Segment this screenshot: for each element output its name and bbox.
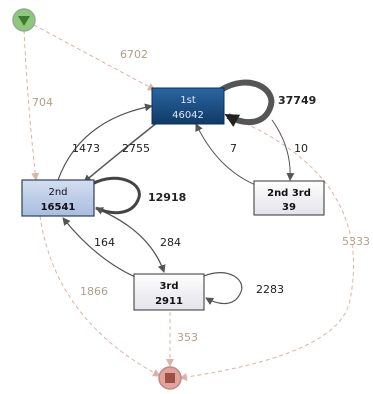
- edge-first-loop: [219, 79, 275, 127]
- activity-node-first[interactable]: 1st 46042: [151, 87, 225, 125]
- edge-first-to-second: [83, 121, 159, 183]
- edge-label-first-to-end: 5333: [342, 235, 370, 248]
- edge-start-to-second: [23, 29, 40, 181]
- edge-third-to-second: [62, 217, 143, 281]
- edge-label-second-loop: 12918: [148, 191, 186, 204]
- edge-label-start-to-first: 6702: [120, 48, 148, 61]
- edge-label-second-to-end: 1866: [80, 285, 108, 298]
- node-third-name: 3rd: [159, 281, 178, 292]
- edge-label-third-to-end: 353: [177, 331, 198, 344]
- edge-first-to-end: [179, 114, 354, 381]
- edge-second-to-third: [99, 209, 166, 273]
- node-third-count: 2911: [155, 296, 183, 307]
- edge-start-to-first: [33, 24, 156, 91]
- activity-node-second[interactable]: 2nd 16541: [21, 179, 95, 217]
- node-second-name: 2nd: [48, 187, 67, 198]
- end-node[interactable]: [158, 366, 182, 390]
- edge-label-third-loop: 2283: [256, 283, 284, 296]
- edge-first-to-second-third: [271, 119, 295, 181]
- node-second-third-count: 39: [282, 202, 296, 213]
- edge-label-first-to-second: 2755: [122, 142, 150, 155]
- node-second-third-name: 2nd 3rd: [267, 188, 311, 199]
- edge-third-loop: [203, 272, 243, 305]
- edge-second-to-end: [39, 215, 161, 377]
- start-node[interactable]: [12, 8, 36, 32]
- triangle-down-icon: [18, 16, 30, 26]
- edge-label-start-to-second: 704: [32, 96, 53, 109]
- node-first-count: 46042: [172, 110, 204, 121]
- edge-label-second-third-to-first: 7: [230, 142, 237, 155]
- node-second-count: 16541: [41, 202, 76, 213]
- edge-label-third-to-second: 164: [94, 236, 115, 249]
- edge-label-first-loop: 37749: [278, 94, 316, 107]
- activity-node-second-third[interactable]: 2nd 3rd 39: [253, 180, 325, 216]
- edge-label-second-to-third: 284: [160, 236, 181, 249]
- edge-label-first-to-second-third: 10: [294, 142, 308, 155]
- node-first-name: 1st: [180, 95, 196, 106]
- edge-second-third-to-first: [195, 123, 259, 187]
- activity-node-third[interactable]: 3rd 2911: [133, 273, 205, 311]
- edge-second-loop: [91, 176, 141, 215]
- edge-label-second-to-first: 1473: [72, 142, 100, 155]
- square-icon: [165, 373, 175, 383]
- edge-second-to-first: [57, 103, 153, 181]
